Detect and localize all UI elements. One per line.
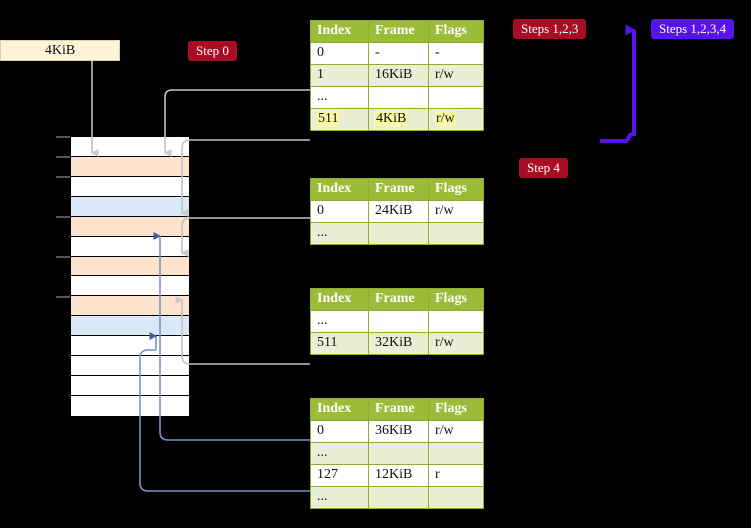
memory-tick: [56, 176, 70, 178]
table-cell: 4KiB: [368, 108, 429, 131]
memory-frame-row: [71, 156, 189, 177]
table-cell: 0: [310, 200, 369, 223]
table-cell: [368, 310, 429, 333]
table-cell: r/w: [428, 64, 484, 87]
table-row: ...: [310, 310, 484, 333]
memory-frame-row: [71, 137, 189, 157]
table-cell: r: [428, 464, 484, 487]
memory-frame-row: [71, 356, 189, 377]
memory-tick: [56, 136, 70, 138]
memory-frame-row: [71, 316, 189, 337]
table-cell: 24KiB: [368, 200, 429, 223]
table-cell: 0: [310, 420, 369, 443]
table-row: ...: [310, 486, 484, 509]
table-cell: 511: [310, 108, 369, 131]
table-cell: [368, 442, 429, 465]
table-cell: 0: [310, 42, 369, 65]
table-cell: -: [368, 42, 429, 65]
table-cell: 511: [310, 332, 369, 355]
memory-frame-row: [71, 395, 189, 416]
table-row: ...: [310, 442, 484, 465]
badge-step-0: Step 0: [188, 41, 237, 61]
table-cell: [368, 86, 429, 109]
table-cell: [428, 486, 484, 509]
memory-frame-row: [71, 296, 189, 317]
memory-frame-row: [71, 176, 189, 197]
memory-frame-row: [71, 376, 189, 396]
memory-tick: [56, 156, 70, 158]
column-header-flags: Flags: [428, 178, 484, 201]
column-header-flags: Flags: [428, 288, 484, 311]
connector-table2-row511: [175, 296, 310, 365]
table-cell: 32KiB: [368, 332, 429, 355]
table-cell: 1: [310, 64, 369, 87]
table-cell: [428, 86, 484, 109]
table-row: ...: [310, 86, 484, 109]
column-header-index: Index: [310, 178, 369, 201]
memory-frame-row: [71, 196, 189, 217]
connector-table0-row511: [181, 139, 310, 217]
connector-table1-row0: [181, 217, 310, 257]
table-row: ...: [310, 222, 484, 245]
column-header-index: Index: [310, 398, 369, 421]
table-cell: ...: [310, 86, 369, 109]
memory-frame-row: [71, 216, 189, 237]
table-cell: ...: [310, 222, 369, 245]
table-cell: 36KiB: [368, 420, 429, 443]
table-cell: r/w: [428, 420, 484, 443]
column-header-index: Index: [310, 20, 369, 43]
table-cell: ...: [310, 310, 369, 333]
table-cell: ...: [310, 442, 369, 465]
column-header-flags: Flags: [428, 398, 484, 421]
column-header-flags: Flags: [428, 20, 484, 43]
column-header-frame: Frame: [368, 178, 429, 201]
table-cell: r/w: [428, 332, 484, 355]
badge-step-4: Step 4: [519, 158, 568, 178]
table-cell: r/w: [428, 200, 484, 223]
column-header-frame: Frame: [368, 20, 429, 43]
memory-frame-row: [71, 336, 189, 357]
table-cell: 12KiB: [368, 464, 429, 487]
table-row: 0--: [310, 42, 484, 65]
column-header-index: Index: [310, 288, 369, 311]
table-cell: 127: [310, 464, 369, 487]
badge-steps-1-2-3-4: Steps 1,2,3,4: [651, 19, 735, 39]
frame-size-box: 4KiB: [0, 40, 120, 61]
bracket-steps-arrow: [625, 24, 636, 142]
column-header-frame: Frame: [368, 398, 429, 421]
table-cell: [428, 442, 484, 465]
memory-tick: [56, 256, 70, 258]
frame-size-label: 4KiB: [44, 42, 76, 58]
table-cell: [428, 310, 484, 333]
memory-frame-row: [71, 276, 189, 297]
table-cell: -: [428, 42, 484, 65]
table-cell: r/w: [428, 108, 484, 131]
physical-memory-column: [70, 136, 190, 416]
memory-frame-row: [71, 256, 189, 277]
table-cell: [428, 222, 484, 245]
table-cell: [368, 222, 429, 245]
table-cell: 16KiB: [368, 64, 429, 87]
table-cell: ...: [310, 486, 369, 509]
memory-tick: [56, 216, 70, 218]
memory-frame-row: [71, 236, 189, 257]
column-header-frame: Frame: [368, 288, 429, 311]
badge-steps-1-2-3: Steps 1,2,3: [513, 19, 587, 39]
memory-tick: [56, 296, 70, 298]
table-cell: [368, 486, 429, 509]
